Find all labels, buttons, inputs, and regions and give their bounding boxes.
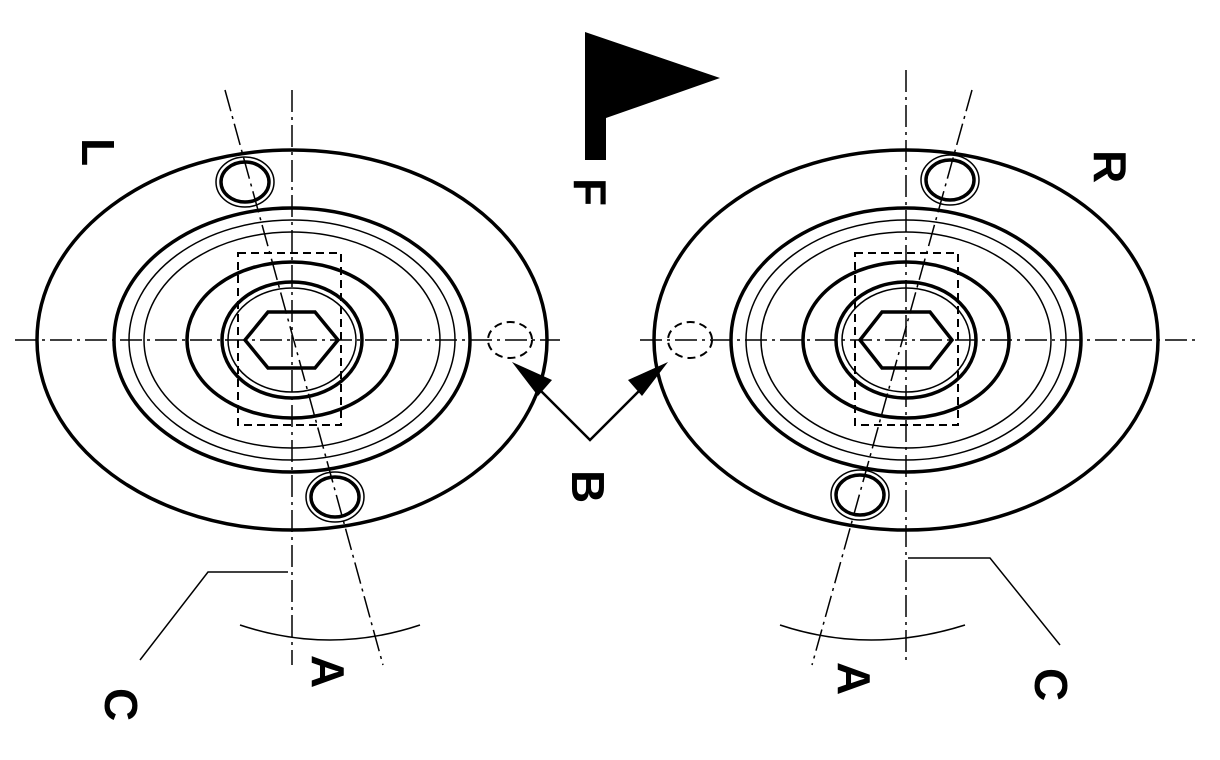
arrow-right-icon — [628, 362, 668, 396]
label-front: F — [564, 178, 616, 206]
right-hub — [640, 70, 1200, 666]
label-left: L — [72, 138, 124, 166]
left-hub — [15, 89, 560, 666]
label-b: B — [562, 470, 614, 503]
label-a-left: A — [302, 655, 354, 688]
arrow-left-icon — [512, 362, 552, 396]
label-a-right: A — [828, 662, 880, 695]
label-c-right: C — [1025, 668, 1077, 701]
b-leader-arrows — [512, 362, 668, 442]
label-c-left: C — [95, 688, 147, 721]
direction-flag-icon — [585, 32, 720, 160]
label-right: R — [1084, 150, 1136, 183]
